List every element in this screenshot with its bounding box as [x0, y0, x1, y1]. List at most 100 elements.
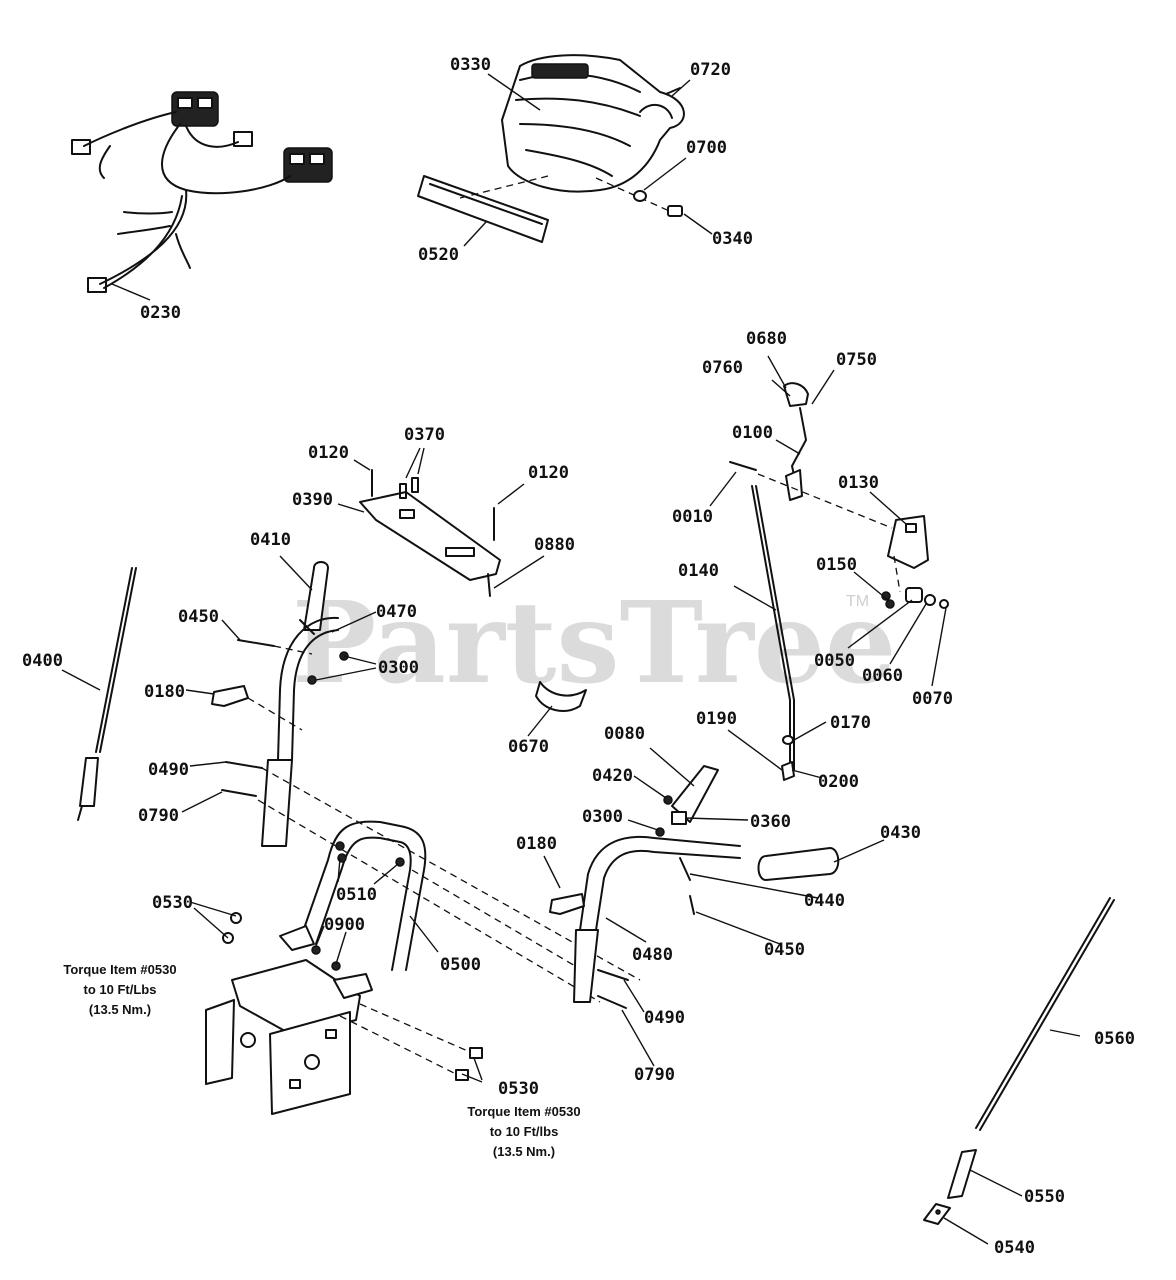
- callout-0540: 0540: [994, 1238, 1035, 1258]
- handle-grip-0430[interactable]: [757, 847, 840, 881]
- pin-0880[interactable]: [487, 573, 491, 597]
- callout-0550: 0550: [1024, 1187, 1065, 1207]
- pivot-0360[interactable]: [671, 811, 687, 825]
- callout-0410: 0410: [250, 530, 291, 550]
- callout-0450-right: 0450: [764, 940, 805, 960]
- shift-rod-0100[interactable]: [785, 407, 807, 501]
- callout-0480: 0480: [632, 945, 673, 965]
- callout-0450-left: 0450: [178, 607, 219, 627]
- trademark-symbol: TM: [846, 593, 869, 610]
- callout-0200: 0200: [818, 772, 859, 792]
- cable-0560[interactable]: [975, 897, 1115, 1131]
- callout-0010: 0010: [672, 507, 713, 527]
- lower-frame-0500[interactable]: [299, 820, 427, 971]
- bolt-0790-right[interactable]: [597, 995, 627, 1009]
- washer-0060[interactable]: [924, 594, 936, 606]
- callout-0670: 0670: [508, 737, 549, 757]
- shift-rod-long-0140[interactable]: [751, 485, 795, 771]
- callout-0140: 0140: [678, 561, 719, 581]
- callout-0060: 0060: [862, 666, 903, 686]
- bolt-0790-left[interactable]: [221, 789, 257, 797]
- callout-0360: 0360: [750, 812, 791, 832]
- screw-0010[interactable]: [729, 461, 757, 471]
- torque-note-right-line2: to 10 Ft/lbs: [490, 1124, 559, 1139]
- callout-0230: 0230: [140, 303, 181, 323]
- callout-0120-right: 0120: [528, 463, 569, 483]
- washer-0700[interactable]: [633, 190, 647, 202]
- torque-note-right-line1: Torque Item #0530: [467, 1104, 580, 1119]
- callout-0440: 0440: [804, 891, 845, 911]
- callout-0490-left: 0490: [148, 760, 189, 780]
- nut-0070[interactable]: [939, 599, 949, 609]
- torque-note-left: Torque Item #0530 to 10 Ft/Lbs (13.5 Nm.…: [63, 962, 176, 1017]
- callout-0300-left: 0300: [378, 658, 419, 678]
- washer-0170[interactable]: [782, 735, 794, 745]
- bolt-0490-right[interactable]: [597, 969, 629, 981]
- bolt-0450-left[interactable]: [237, 639, 275, 647]
- callout-0490-right: 0490: [644, 1008, 685, 1028]
- nut-0150[interactable]: [881, 591, 895, 609]
- cable-end-0540[interactable]: [923, 1203, 951, 1225]
- cable-0400[interactable]: [77, 567, 137, 821]
- shift-handle-0680[interactable]: [783, 382, 809, 407]
- cable-clip-0670[interactable]: [535, 681, 587, 712]
- callout-0430: 0430: [880, 823, 921, 843]
- callout-0050: 0050: [814, 651, 855, 671]
- cable-sleeve-0550[interactable]: [947, 1149, 977, 1199]
- callout-0130: 0130: [838, 473, 879, 493]
- callout-0070: 0070: [912, 689, 953, 709]
- callout-0400: 0400: [22, 651, 63, 671]
- callout-0390: 0390: [292, 490, 333, 510]
- wiring-harness[interactable]: [71, 91, 333, 301]
- callout-0880: 0880: [534, 535, 575, 555]
- callout-0560: 0560: [1094, 1029, 1135, 1049]
- callout-0510: 0510: [336, 885, 377, 905]
- callout-0760: 0760: [702, 358, 743, 378]
- screw-0720[interactable]: [665, 87, 681, 95]
- bolts-0530-right[interactable]: [455, 1047, 483, 1081]
- clamp-0180-right[interactable]: [549, 893, 585, 915]
- bolt-0490-left[interactable]: [225, 761, 263, 769]
- bolt-0450-right[interactable]: [689, 895, 695, 915]
- callout-0790-left: 0790: [138, 806, 179, 826]
- torque-note-left-line2: to 10 Ft/Lbs: [84, 982, 157, 997]
- shift-bracket-0130[interactable]: [887, 515, 929, 569]
- spring-0050[interactable]: [905, 587, 923, 603]
- torque-note-left-line3: (13.5 Nm.): [89, 1002, 151, 1017]
- bracket-plate[interactable]: [359, 477, 501, 581]
- screw-0340[interactable]: [667, 205, 683, 217]
- callout-0470: 0470: [376, 602, 417, 622]
- callout-0340: 0340: [712, 229, 753, 249]
- torque-note-right: Torque Item #0530 to 10 Ft/lbs (13.5 Nm.…: [467, 1104, 580, 1159]
- torque-note-left-line1: Torque Item #0530: [63, 962, 176, 977]
- callout-0180-left: 0180: [144, 682, 185, 702]
- torque-note-right-line3: (13.5 Nm.): [493, 1144, 555, 1159]
- callout-0720: 0720: [690, 60, 731, 80]
- callout-0420: 0420: [592, 766, 633, 786]
- callout-0190: 0190: [696, 709, 737, 729]
- callout-0900: 0900: [324, 915, 365, 935]
- callout-0370: 0370: [404, 425, 445, 445]
- bolt-0440[interactable]: [679, 857, 691, 881]
- partstree-watermark: PartsTree: [292, 578, 896, 709]
- callout-0150: 0150: [816, 555, 857, 575]
- callout-0750: 0750: [836, 350, 877, 370]
- mounting-plate-assembly[interactable]: [205, 925, 373, 1115]
- reflector-strip[interactable]: [417, 175, 549, 243]
- bolts-0530-left[interactable]: [222, 912, 242, 944]
- callout-0120-left: 0120: [308, 443, 349, 463]
- callout-0680: 0680: [746, 329, 787, 349]
- clamp-0180-left[interactable]: [211, 685, 249, 707]
- nut-0900[interactable]: [311, 945, 341, 971]
- callout-0330: 0330: [450, 55, 491, 75]
- clip-0200[interactable]: [781, 761, 795, 781]
- upper-handle-right-0480[interactable]: [573, 835, 741, 1003]
- callout-0700: 0700: [686, 138, 727, 158]
- upper-handle-left[interactable]: [261, 616, 339, 847]
- callout-0530-right: 0530: [498, 1079, 539, 1099]
- callout-0530-left: 0530: [152, 893, 193, 913]
- callout-0790-right: 0790: [634, 1065, 675, 1085]
- dash-panel-cover[interactable]: [501, 54, 685, 193]
- callout-0300-right: 0300: [582, 807, 623, 827]
